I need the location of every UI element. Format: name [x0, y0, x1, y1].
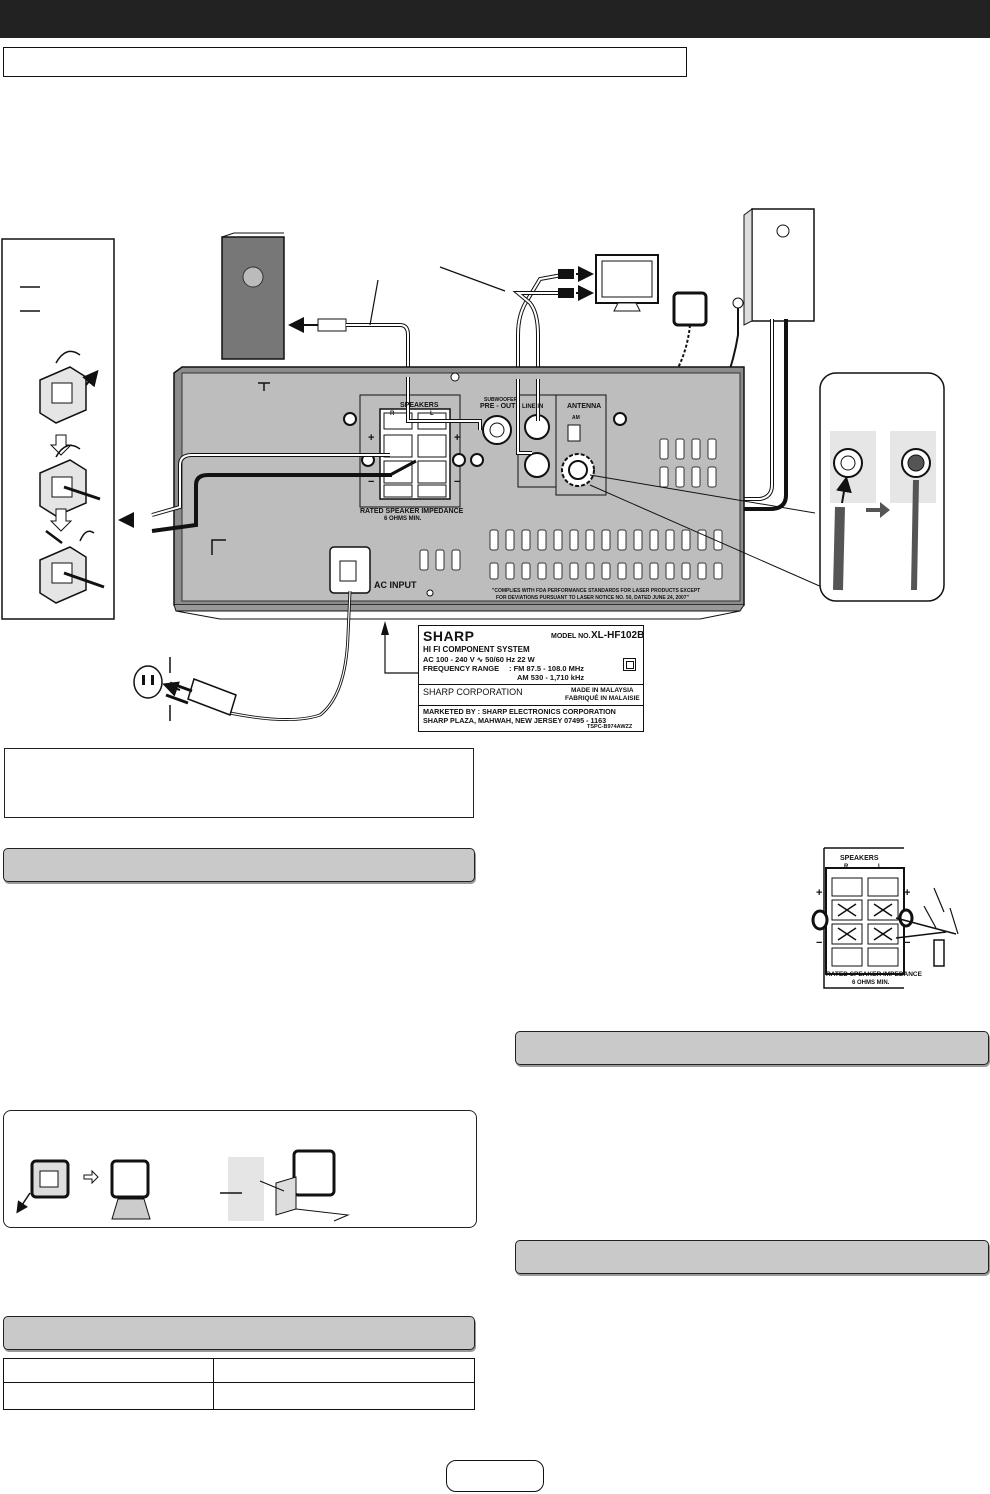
main-unit-back-panel [173, 366, 745, 620]
svg-text:+: + [904, 887, 910, 899]
wall-outlet [133, 657, 171, 721]
table-row [4, 1384, 474, 1408]
header-bar [0, 0, 990, 38]
svg-text:−: − [454, 476, 460, 488]
svg-text:SUBWOOFER: SUBWOOFER [484, 397, 517, 403]
svg-text:6 OHMS MIN.: 6 OHMS MIN. [852, 980, 890, 986]
speaker-terminal-closeup: SPEAKERS R L + − + − RATED SPEAKER IMPED… [811, 847, 959, 989]
svg-text:FOR DEVIATIONS PURSUANT TO LAS: FOR DEVIATIONS PURSUANT TO LASER NOTICE … [496, 595, 690, 601]
svg-text:−: − [904, 937, 910, 949]
double-insulation-icon [623, 658, 636, 671]
svg-text:LINE IN: LINE IN [522, 404, 543, 410]
subtitle-box [3, 47, 687, 77]
section-header-3 [3, 1316, 475, 1350]
model-number: XL-HF102B [591, 630, 645, 641]
svg-text:R: R [844, 864, 849, 870]
svg-text:−: − [368, 476, 374, 488]
svg-text:L: L [430, 411, 434, 417]
svg-text:RATED SPEAKER IMPEDANCE: RATED SPEAKER IMPEDANCE [826, 971, 923, 978]
terminal-step-1 [39, 350, 99, 424]
power-plug [165, 678, 237, 716]
tv-icon [595, 254, 659, 312]
note-box [4, 748, 474, 818]
section-header-2 [515, 1031, 989, 1065]
small-speakers-label: SPEAKERS [840, 855, 879, 862]
subwoofer [221, 236, 285, 360]
section-header-1 [3, 848, 475, 882]
antenna-assembly-illustration [16, 1149, 350, 1222]
connection-diagram: SPEAKERS R L SUBWOOFER PRE - OUT LINE IN… [1, 208, 945, 721]
svg-text:6 OHMS MIN.: 6 OHMS MIN. [384, 516, 422, 522]
svg-text:+: + [454, 432, 460, 444]
antenna-assembly-box [3, 1110, 477, 1228]
pre-out-label: PRE - OUT [480, 403, 516, 410]
svg-text:+: + [368, 432, 374, 444]
svg-text:R: R [390, 411, 395, 417]
terminal-step-3 [39, 530, 105, 604]
svg-text:+: + [816, 887, 822, 899]
table-row [4, 1359, 474, 1383]
rating-label-plate: SHARP MODEL NO. XL-HF102B HI FI COMPONEN… [418, 625, 644, 732]
terminal-step-2 [39, 444, 101, 517]
spec-table [3, 1358, 475, 1410]
svg-text:L: L [878, 864, 882, 870]
impedance-label: RATED SPEAKER IMPEDANCE [360, 508, 464, 515]
page-number-box [446, 1460, 544, 1492]
ac-input-label: AC INPUT [374, 580, 417, 590]
section-header-4 [515, 1240, 989, 1274]
sharp-logo: SHARP [423, 628, 475, 644]
svg-text:AM: AM [572, 415, 580, 421]
fm-connector-inset [819, 372, 945, 602]
speakers-label: SPEAKERS [400, 402, 439, 409]
svg-text:−: − [816, 937, 822, 949]
antenna-label: ANTENNA [567, 403, 601, 410]
svg-text:"COMPLIES WITH FDA PERFORMANCE: "COMPLIES WITH FDA PERFORMANCE STANDARDS… [492, 588, 700, 594]
